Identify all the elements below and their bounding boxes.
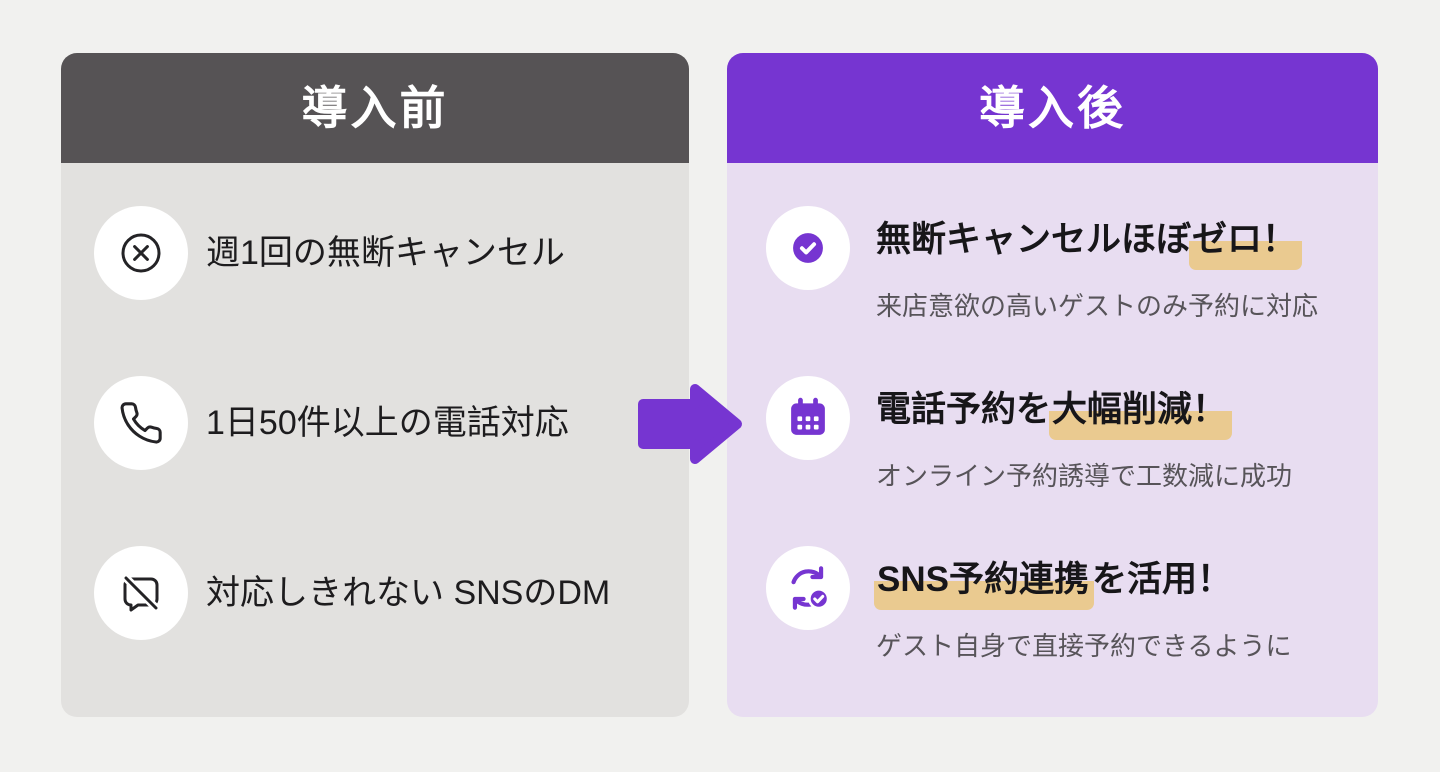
after-item-title: 無断キャンセルほぼゼロ！ [876, 220, 1318, 270]
before-item-label: 1日50件以上の電話対応 [206, 403, 569, 442]
title-text: 無断キャンセルほぼ [876, 220, 1192, 259]
message-off-icon [94, 546, 188, 640]
after-item-sns-link: SNS予約連携を活用！ ゲスト自身で直接予約できるように [766, 546, 1291, 659]
after-header: 導入後 [727, 53, 1378, 163]
before-item-label: 週1回の無断キャンセル [206, 233, 565, 272]
after-item-text: 無断キャンセルほぼゼロ！ 来店意欲の高いゲストのみ予約に対応 [876, 220, 1319, 321]
title-highlight: 大幅削減！ [1049, 390, 1233, 440]
after-item-subtitle: オンライン予約誘導で工数減に成功 [876, 461, 1293, 491]
after-panel: 導入後 無断キャンセルほぼゼロ！ 来店意欲の高いゲストのみ予約に対応 [727, 53, 1378, 717]
before-item-phone: 1日50件以上の電話対応 [94, 376, 569, 470]
title-highlight: ゼロ！ [1189, 220, 1303, 270]
after-item-phone-reduction: 電話予約を大幅削減！ オンライン予約誘導で工数減に成功 [766, 376, 1292, 489]
title-text: を活用！ [1091, 560, 1232, 599]
phone-icon [94, 376, 188, 470]
after-body: 無断キャンセルほぼゼロ！ 来店意欲の高いゲストのみ予約に対応 [727, 163, 1378, 717]
after-item-title: SNS予約連携を活用！ [874, 560, 1291, 610]
before-item-cancel: 週1回の無断キャンセル [94, 206, 565, 300]
right-arrow-icon [633, 380, 745, 468]
circle-x-icon [94, 206, 188, 300]
after-item-no-cancel: 無断キャンセルほぼゼロ！ 来店意欲の高いゲストのみ予約に対応 [766, 206, 1318, 319]
title-text: 電話予約を [876, 390, 1052, 429]
before-item-label: 対応しきれない SNSのDM [206, 573, 611, 612]
check-circle-icon [766, 206, 850, 290]
before-item-dm: 対応しきれない SNSのDM [94, 546, 610, 640]
after-item-subtitle: ゲスト自身で直接予約できるように [876, 631, 1292, 661]
after-item-subtitle: 来店意欲の高いゲストのみ予約に対応 [876, 291, 1319, 321]
before-title: 導入前 [301, 82, 449, 134]
calendar-icon [766, 376, 850, 460]
after-title: 導入後 [979, 82, 1126, 134]
after-item-text: 電話予約を大幅削減！ オンライン予約誘導で工数減に成功 [876, 390, 1293, 491]
before-panel: 導入前 週1回の無断キャンセル 1日50件以上の電話対応 [61, 53, 689, 717]
title-highlight: SNS予約連携 [874, 560, 1094, 610]
sync-check-icon [766, 546, 850, 630]
after-item-title: 電話予約を大幅削減！ [876, 390, 1292, 440]
before-body: 週1回の無断キャンセル 1日50件以上の電話対応 [61, 163, 689, 717]
after-item-text: SNS予約連携を活用！ ゲスト自身で直接予約できるように [874, 560, 1292, 661]
before-header: 導入前 [61, 53, 689, 163]
